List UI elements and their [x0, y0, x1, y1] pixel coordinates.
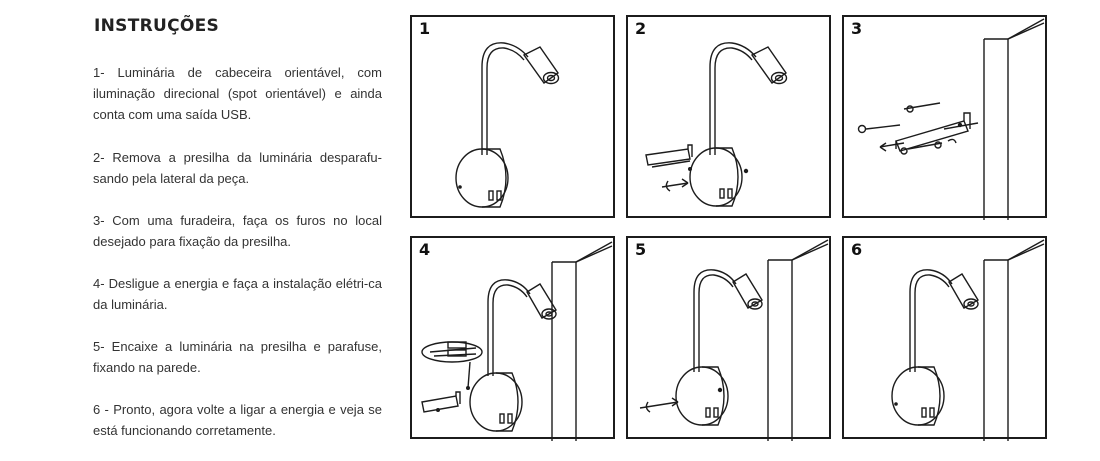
- instructions-title: INSTRUÇÕES: [94, 16, 220, 36]
- step-2-text: 2- Remova a presilha da luminária despar…: [93, 150, 382, 186]
- step-1-number: 1: [419, 19, 431, 38]
- step-1-panel: 1: [410, 15, 615, 218]
- finished-installation-illustration: [891, 239, 1045, 441]
- electrical-installation-illustration: [421, 241, 613, 441]
- step-2-number: 2: [635, 19, 647, 38]
- step-6-text: 6 - Pronto, agora volte a ligar a energi…: [93, 402, 382, 438]
- lamp-bracket-removal-illustration: [645, 42, 788, 207]
- step-4-panel: 4: [410, 236, 615, 441]
- drilling-illustration: [857, 18, 1045, 220]
- step-3-panel: 3: [842, 15, 1047, 220]
- step-2-panel: 2: [626, 15, 831, 218]
- step-6-number: 6: [851, 240, 863, 259]
- step-5-panel: 5: [626, 236, 831, 441]
- step-4-number: 4: [419, 240, 431, 259]
- step-6-panel: 6: [842, 236, 1047, 441]
- step-5-number: 5: [635, 240, 647, 259]
- step-3-number: 3: [851, 19, 863, 38]
- lamp-illustration: [455, 42, 560, 208]
- step-4-text: 4- Desligue a energia e faça a instalaçã…: [93, 276, 382, 312]
- step-3-text: 3- Com uma furadeira, faça os furos no l…: [93, 213, 382, 249]
- mounting-illustration: [639, 239, 829, 441]
- step-1-text: 1- Luminária de cabeceira orientável, co…: [93, 65, 382, 122]
- step-5-text: 5- Encaixe a luminária na presilha e par…: [93, 339, 382, 375]
